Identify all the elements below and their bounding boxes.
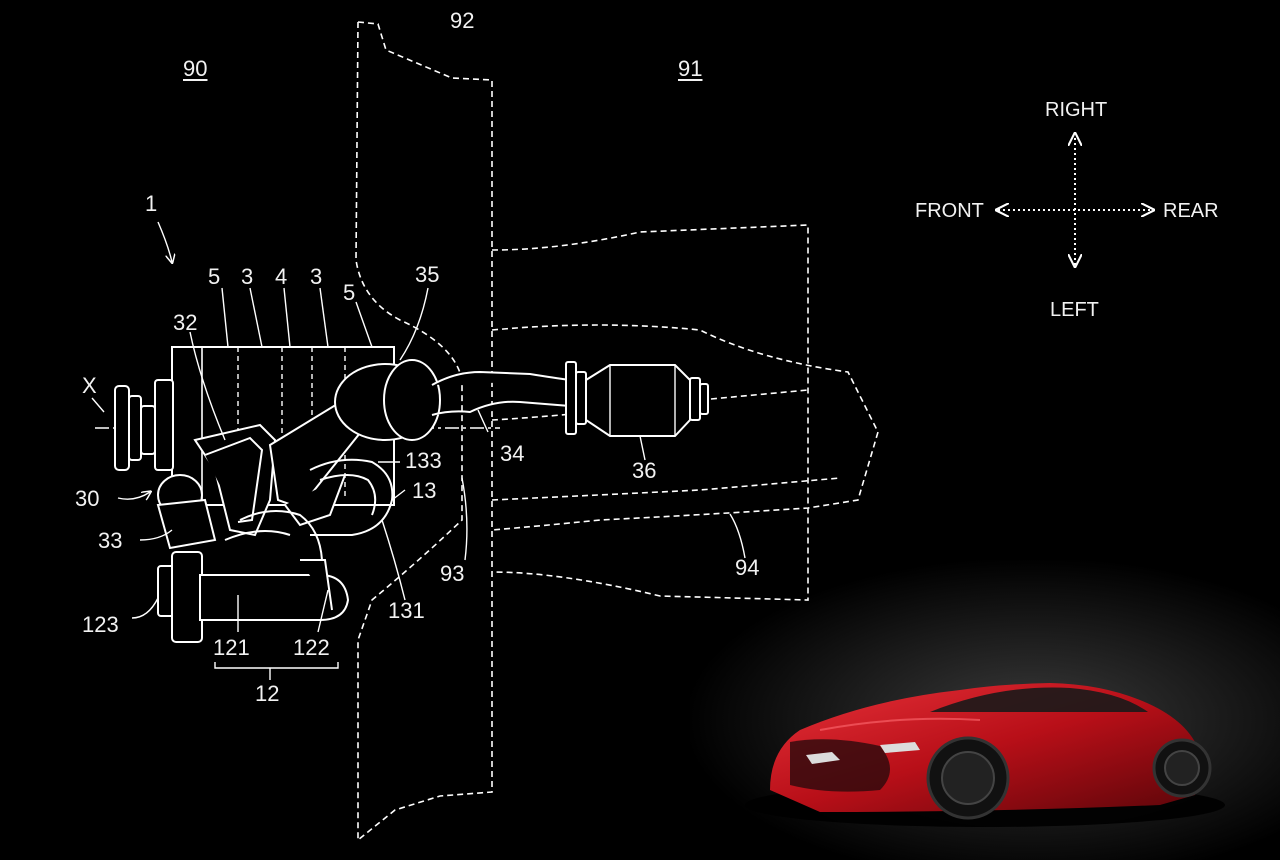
exhaust-manifold [224,458,394,596]
label-94: 94 [735,555,760,580]
label-32: 32 [173,310,198,335]
label-122: 122 [293,635,330,660]
label-3a: 3 [241,264,254,289]
label-91: 91 [678,56,703,81]
label-30: 30 [75,486,100,511]
label-5b: 5 [343,280,356,305]
pump-assembly [157,551,350,643]
sports-car-image [745,683,1225,827]
leader-lines [117,221,746,680]
label-93: 93 [440,561,465,586]
turbocharger [334,359,571,441]
label-5a: 5 [208,264,221,289]
label-33: 33 [98,528,123,553]
label-131: 131 [388,598,425,623]
label-36: 36 [632,458,657,483]
wall-outline [355,21,493,841]
label-13: 13 [412,478,437,503]
label-35: 35 [415,262,440,287]
direction-rear-label: REAR [1163,200,1219,222]
direction-right-label: RIGHT [1045,99,1108,121]
direction-front-label: FRONT [915,200,984,222]
catalytic-converter [565,361,709,437]
direction-left-label: LEFT [1050,299,1099,321]
label-12: 12 [255,681,280,706]
label-x: X [82,373,97,398]
label-3b: 3 [310,264,323,289]
label-90: 90 [183,56,208,81]
label-34: 34 [500,441,525,466]
direction-indicator [998,135,1152,265]
pulley-stack [114,379,174,471]
label-1: 1 [145,191,158,216]
label-121: 121 [213,635,250,660]
label-123: 123 [82,612,119,637]
label-92: 92 [450,8,475,33]
label-133: 133 [405,448,442,473]
label-4: 4 [275,264,288,289]
axis-x-leader [91,397,105,413]
